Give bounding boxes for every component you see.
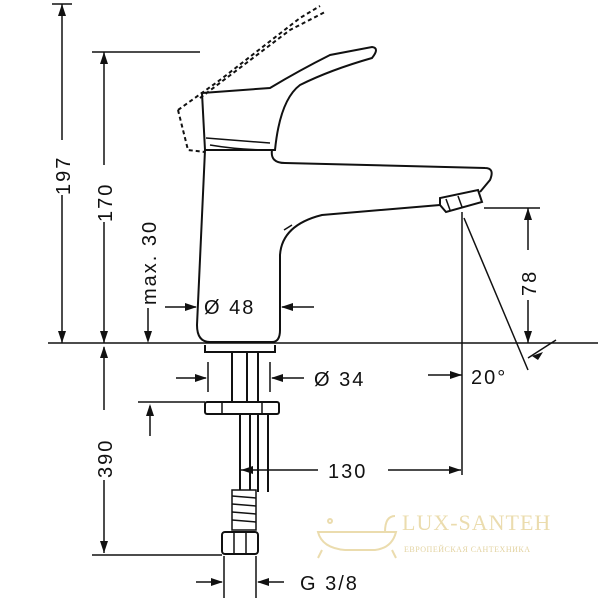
- dimension-78: 78: [484, 207, 541, 343]
- dim-label-197: 197: [53, 156, 75, 195]
- dim-label-g38: G 3/8: [300, 573, 359, 595]
- dim-label-48: Ø 48: [204, 297, 255, 319]
- bathtub-logo-icon: [316, 515, 398, 559]
- dimension-170: 170: [92, 51, 200, 343]
- watermark-tagline: ЕВРОПЕЙСКАЯ САНТЕХНИКА: [404, 545, 530, 554]
- dimension-angle-20: 20°: [428, 212, 557, 475]
- dimension-max-30: max. 30: [139, 220, 161, 343]
- mounting-nut: [204, 401, 280, 415]
- lever-handle: [200, 45, 377, 151]
- dimension-thread-g38: G 3/8: [196, 556, 359, 598]
- dim-label-20-degrees: 20°: [471, 367, 507, 389]
- dim-label-170: 170: [95, 183, 117, 222]
- dimension-197: 197: [52, 3, 75, 343]
- dimension-390: 390: [92, 346, 222, 556]
- dim-label-130: 130: [328, 461, 367, 483]
- dim-label-78: 78: [519, 270, 541, 296]
- dimension-diameter-34: Ø 34: [176, 362, 365, 392]
- hose-connector-nut: [221, 531, 259, 555]
- dimension-130: 130: [240, 461, 461, 483]
- supply-hoses: [231, 414, 269, 531]
- mounting-shank: [204, 345, 276, 402]
- dim-label-390: 390: [95, 439, 117, 478]
- watermark-brand: LUX-SANTEH: [402, 510, 551, 535]
- nut-position-arrow: [138, 401, 205, 436]
- lever-handle-open-dashed: [177, 5, 326, 153]
- watermark: LUX-SANTEH ЕВРОПЕЙСКАЯ САНТЕХНИКА: [316, 510, 551, 559]
- dimension-diameter-48: Ø 48: [165, 297, 314, 319]
- dim-label-max-30: max. 30: [139, 220, 161, 305]
- faucet-body: [195, 149, 493, 343]
- dim-label-34: Ø 34: [314, 369, 365, 391]
